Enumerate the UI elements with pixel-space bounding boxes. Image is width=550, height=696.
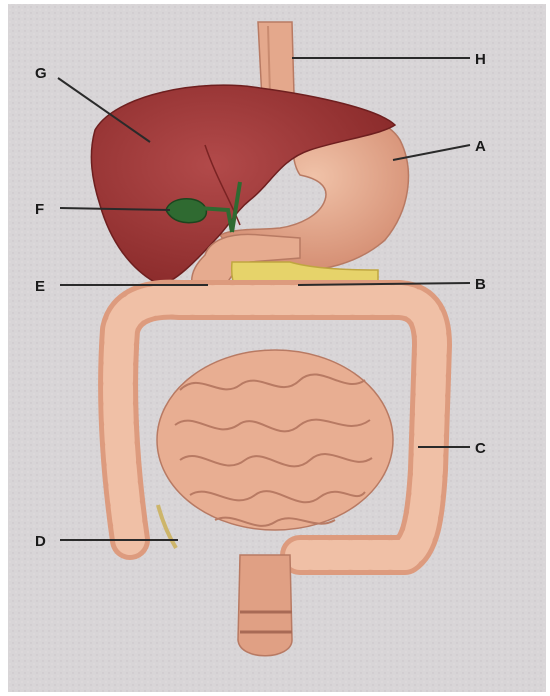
- small-intestine: [157, 350, 393, 530]
- label-h: H: [475, 51, 486, 68]
- label-c: C: [475, 440, 486, 457]
- label-b: B: [475, 276, 486, 293]
- rectum: [238, 555, 292, 656]
- label-e: E: [35, 278, 45, 295]
- label-g: G: [35, 65, 47, 82]
- left-border: [0, 0, 8, 696]
- label-d: D: [35, 533, 46, 550]
- label-f: F: [35, 201, 44, 218]
- label-a: A: [475, 138, 486, 155]
